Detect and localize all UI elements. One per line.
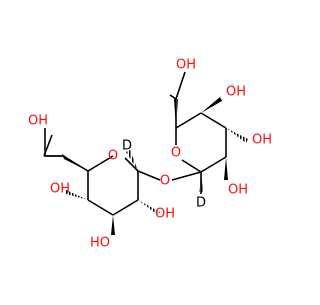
left-c1-o-bond [137, 170, 161, 181]
left-c4-hash [66, 190, 88, 200]
right-c5-hash [174, 99, 178, 128]
left-c1-hash [126, 150, 138, 171]
left-ring-o-label: O [108, 149, 118, 164]
glycosidic-o-label: O [160, 174, 170, 189]
left-c5-wedge [62, 154, 88, 171]
right-ring-o-label: O [171, 146, 181, 161]
right-c2-oh-label: OH [228, 183, 248, 198]
left-c3-wedge [111, 215, 115, 235]
left-c2-oh-label: OH [155, 207, 175, 222]
left-c3-oh-label: HO [90, 236, 110, 251]
left-ch2oh-label: OH [28, 114, 48, 129]
right-c3-hash [226, 128, 248, 143]
left-ring-bonds [43, 134, 139, 216]
left-ch2oh-bonds [44, 128, 89, 172]
left-c2-hash [138, 200, 160, 215]
left-c4-oh-label: OH [50, 182, 70, 197]
right-c3-oh-label: OH [252, 133, 272, 148]
right-c1-hash [199, 172, 203, 192]
structure-canvas: OH O D OH OH HO O OH OH OH O D OH [28, 58, 272, 251]
right-anomeric-d-label: D [196, 196, 206, 211]
right-c1-o-bond [171, 171, 202, 181]
right-c4-wedge [201, 97, 222, 113]
right-ch2oh-label: OH [176, 58, 196, 73]
right-c2-wedge [224, 157, 228, 180]
right-c4-oh-label: OH [226, 85, 246, 100]
molecule-diagram: OH O D OH OH HO O OH OH OH O D OH [28, 58, 272, 251]
left-anomeric-d-label: D [122, 139, 132, 154]
